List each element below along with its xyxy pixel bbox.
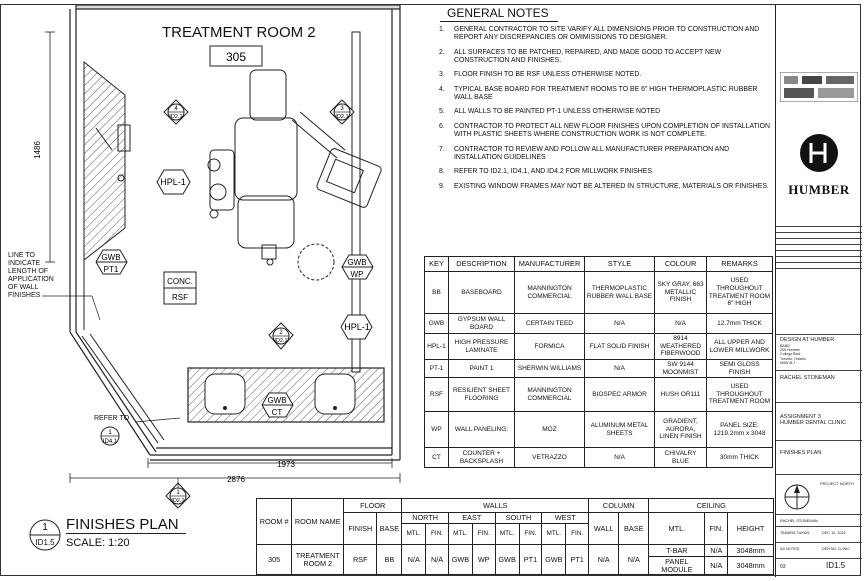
svg-text:GWB: GWB bbox=[267, 396, 286, 405]
elevation-marker-3: 3 ID2.1 bbox=[329, 99, 355, 125]
note-item: 4.TYPICAL BASE BOARD FOR TREATMENT ROOMS… bbox=[439, 85, 758, 101]
north-arrow-icon bbox=[784, 484, 810, 510]
svg-text:ID4.1: ID4.1 bbox=[103, 439, 118, 445]
finish-schedule-table: ROOM # ROOM NAME FLOOR WALLS COLUMN CEIL… bbox=[255, 498, 774, 575]
tag-floor: CONC. RSF bbox=[163, 271, 197, 305]
sched-h-room-name: ROOM NAME bbox=[291, 498, 345, 545]
svg-text:HPL-1: HPL-1 bbox=[344, 322, 370, 332]
elevation-marker-4: 4 ID2.1 bbox=[163, 99, 189, 125]
svg-text:ID2.1: ID2.1 bbox=[335, 114, 348, 120]
dental-equipment-unit bbox=[291, 111, 382, 208]
svg-text:RSF: RSF bbox=[172, 293, 188, 302]
title-block: HUMBER DESIGN AT HUMBER BAND 205 Humber … bbox=[775, 4, 862, 577]
general-notes-list: 1.GENERAL CONTRACTOR TO SITE VARIFY ALL … bbox=[436, 26, 774, 197]
drawing-scale: SCALE: 1:20 bbox=[66, 537, 130, 549]
note-item: 6.CONTRACTOR TO PROTECT ALL NEW FLOOR FI… bbox=[439, 122, 770, 138]
svg-text:GWB: GWB bbox=[101, 253, 120, 262]
firm-name: DESIGN AT HUMBER bbox=[780, 337, 835, 343]
wall-cabinet bbox=[117, 124, 131, 152]
svg-text:WP: WP bbox=[351, 270, 364, 279]
scale-value: AS NOTED bbox=[780, 547, 800, 551]
issue-date: DEC 10, 2021 bbox=[822, 531, 846, 535]
drawing-title-num: 1 bbox=[42, 522, 48, 533]
sheet-title: FINISHES PLAN bbox=[780, 450, 822, 456]
sheet-number: ID1.5 bbox=[826, 561, 846, 570]
svg-text:1: 1 bbox=[176, 490, 180, 496]
dim-vertical: 1486 bbox=[33, 141, 42, 159]
firm-address: BAND 205 Humber College Blvd. Toronto, O… bbox=[780, 344, 806, 365]
tag-gwb-pt1: GWB PT1 bbox=[95, 249, 128, 275]
svg-text:ID2.1: ID2.1 bbox=[274, 338, 287, 344]
svg-text:4: 4 bbox=[174, 106, 178, 112]
dim-overall: 2876 bbox=[227, 475, 245, 484]
svg-text:PT1: PT1 bbox=[104, 265, 119, 274]
elevation-marker-2: 2 ID2.1 bbox=[268, 322, 294, 350]
finishes-plan-drawing: 305 1486 1973 2876 HPL-1 HPL-1 GWB PT1 G… bbox=[33, 4, 401, 509]
svg-text:CONC.: CONC. bbox=[167, 277, 193, 286]
note-item: 5.ALL WALLS TO BE PAINTED PT-1 UNLESS OT… bbox=[439, 108, 661, 116]
room-title: TREATMENT ROOM 2 bbox=[162, 24, 316, 41]
general-notes-underline bbox=[440, 21, 558, 22]
svg-text:ID2.1: ID2.1 bbox=[171, 498, 184, 504]
wall-finish-note: LINE TO INDICATE LENGTH OF APPLICATION O… bbox=[8, 252, 54, 299]
dental-chair bbox=[207, 69, 335, 281]
svg-text:GWB: GWB bbox=[347, 258, 366, 267]
drawing-title-sheet: ID1.5 bbox=[35, 538, 55, 547]
checked-by: TAMARA TUKAN bbox=[780, 531, 810, 535]
svg-text:2: 2 bbox=[279, 330, 283, 336]
title-underline bbox=[66, 533, 186, 534]
key-plan-thumbnail bbox=[780, 72, 858, 102]
designer-name: RACHEL STONEMAN bbox=[780, 375, 835, 381]
svg-text:1: 1 bbox=[108, 429, 112, 436]
note-item: 8.REFER TO ID2.1, ID4.1, AND ID4.2 FOR M… bbox=[439, 168, 652, 176]
dimension-lines bbox=[45, 31, 401, 483]
brand-name: HUMBER bbox=[788, 182, 850, 197]
table-row: PANEL MODULE N/A 3048mm bbox=[257, 556, 774, 575]
north-label: PROJECT NORTH bbox=[820, 481, 854, 486]
refer-to-label: REFER TO bbox=[94, 415, 130, 422]
table-row: 305 TREATMENT ROOM 2 RSF BB N/A N/A GWB … bbox=[255, 544, 774, 575]
tag-gwb-wp: GWB WP bbox=[341, 254, 374, 280]
tag-hpl-left: HPL-1 bbox=[156, 169, 191, 195]
drawing-title: FINISHES PLAN bbox=[66, 516, 179, 533]
svg-text:CT: CT bbox=[272, 408, 283, 417]
drawing-title-marker bbox=[29, 519, 61, 551]
drawn-by: RACHEL STONEMAN bbox=[780, 519, 818, 523]
phase-value: DENTAL CLINIC bbox=[822, 547, 851, 551]
sched-h-room-num: ROOM # bbox=[255, 498, 293, 545]
svg-text:3: 3 bbox=[340, 106, 344, 112]
svg-text:ID2.1: ID2.1 bbox=[169, 114, 182, 120]
note-item: 1.GENERAL CONTRACTOR TO SITE VARIFY ALL … bbox=[439, 26, 760, 41]
note-item: 7.CONTRACTOR TO REVIEW AND FOLLOW ALL MA… bbox=[439, 145, 730, 161]
tag-hpl-right: HPL-1 bbox=[340, 314, 373, 340]
tag-gwb-ct: GWB CT bbox=[261, 392, 294, 418]
note-item: 9.EXISTING WINDOW FRAMES MAY NOT BE ALTE… bbox=[439, 182, 769, 190]
refer-marker: 1 ID4.1 bbox=[100, 426, 120, 446]
leader-lines bbox=[42, 295, 181, 488]
dim-inner: 1973 bbox=[277, 460, 295, 469]
room-number-box bbox=[209, 45, 263, 67]
svg-text:HPL-1: HPL-1 bbox=[160, 177, 186, 187]
humber-logo-icon bbox=[800, 134, 838, 172]
room-walls bbox=[69, 4, 401, 461]
revision-number: 03 bbox=[780, 564, 786, 570]
elevation-marker-1: 1 ID2.1 bbox=[165, 482, 191, 509]
general-notes-title: GENERAL NOTES bbox=[447, 6, 549, 20]
wall-paneling-zone-left bbox=[83, 60, 126, 262]
project-name: ASSIGNMENT 3 HUMBER DENTAL CLINIC bbox=[780, 414, 847, 426]
note-item: 2.ALL SURFACES TO BE PATCHED, REPAIRED, … bbox=[439, 48, 722, 64]
note-item: 3.FLOOR FINISH TO BE RSF UNLESS OTHERWIS… bbox=[439, 71, 642, 79]
room-number: 305 bbox=[226, 50, 246, 64]
